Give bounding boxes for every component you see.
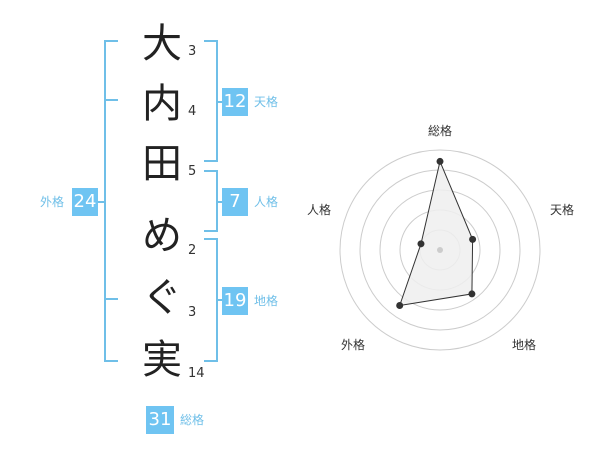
radar-axis-label-jinkaku: 人格 [307, 203, 332, 217]
chikaku-label: 地格 [254, 294, 279, 308]
name-char-1: 大 [142, 21, 182, 67]
radar-point-5 [417, 240, 425, 248]
gaikaku-label: 外格 [40, 195, 65, 209]
radar-point-4 [396, 301, 404, 309]
soukaku-label: 総格 [180, 413, 205, 427]
radar-point-2 [469, 235, 477, 243]
gaikaku-bracket-connector [98, 201, 106, 203]
radar-ring-1 [339, 149, 541, 351]
chikaku-bracket-connector [216, 299, 222, 301]
gaikaku-value: 24 [72, 188, 98, 216]
gaikaku-bracket-tick [104, 99, 118, 101]
radar-axis-label-tenkaku: 天格 [550, 203, 575, 217]
stroke-count-2: 4 [188, 104, 197, 119]
tenkaku-bracket-connector [216, 101, 222, 103]
jinkaku-bracket-connector [216, 201, 222, 203]
jinkaku-value: 7 [222, 188, 248, 216]
radar-point-1 [436, 157, 444, 165]
radar-center [437, 247, 443, 253]
jinkaku-label: 人格 [254, 195, 279, 209]
stroke-count-6: 14 [188, 366, 205, 381]
radar-axis-label-soukaku: 総格 [428, 124, 453, 138]
radar-axis-label-gaikaku: 外格 [341, 338, 366, 352]
soukaku-value: 31 [146, 406, 174, 434]
name-char-3: 田 [142, 141, 182, 187]
gaikaku-bracket-tick [104, 298, 118, 300]
radar-axis-label-chikaku: 地格 [512, 338, 537, 352]
name-char-6: 実 [142, 337, 182, 383]
chikaku-value: 19 [222, 287, 248, 315]
stroke-count-1: 3 [188, 44, 197, 59]
radar-polygon [398, 159, 474, 307]
tenkaku-value: 12 [222, 88, 248, 116]
radar-point-3 [468, 290, 476, 298]
stroke-count-4: 2 [188, 243, 197, 258]
name-char-4: め [142, 213, 182, 259]
name-char-2: 内 [142, 81, 182, 127]
stroke-count-3: 5 [188, 164, 197, 179]
tenkaku-label: 天格 [254, 95, 279, 109]
name-char-5: ぐ [142, 275, 182, 321]
stroke-count-5: 3 [188, 305, 197, 320]
